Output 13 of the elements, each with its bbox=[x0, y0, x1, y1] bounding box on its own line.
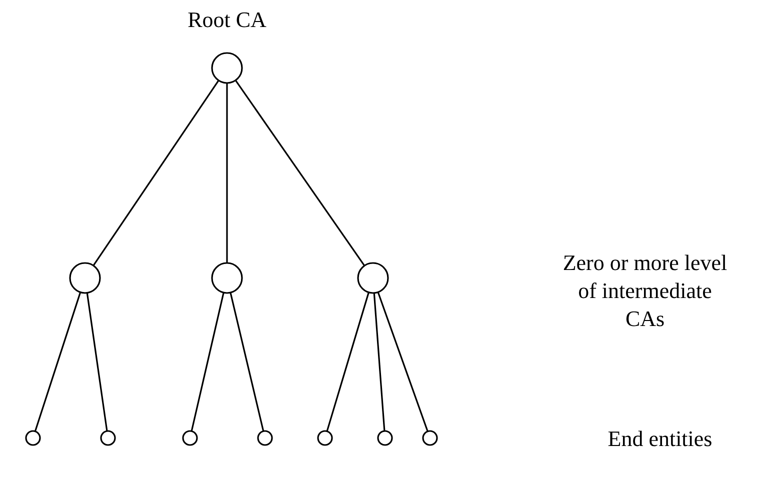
connector-line bbox=[226, 83, 228, 263]
level-label: Zero or more level of intermediate CAs bbox=[562, 249, 728, 333]
connector-line bbox=[34, 292, 82, 432]
connector-line bbox=[373, 292, 386, 432]
connector-line bbox=[230, 292, 264, 432]
connector-line bbox=[190, 292, 224, 432]
connector-line bbox=[377, 292, 428, 432]
connector-line bbox=[234, 80, 366, 266]
connector-line bbox=[326, 292, 370, 432]
node-label: Root CA bbox=[186, 6, 268, 34]
connector-line bbox=[92, 80, 220, 266]
level-label: End entities bbox=[606, 425, 714, 453]
connector-line bbox=[86, 292, 108, 432]
